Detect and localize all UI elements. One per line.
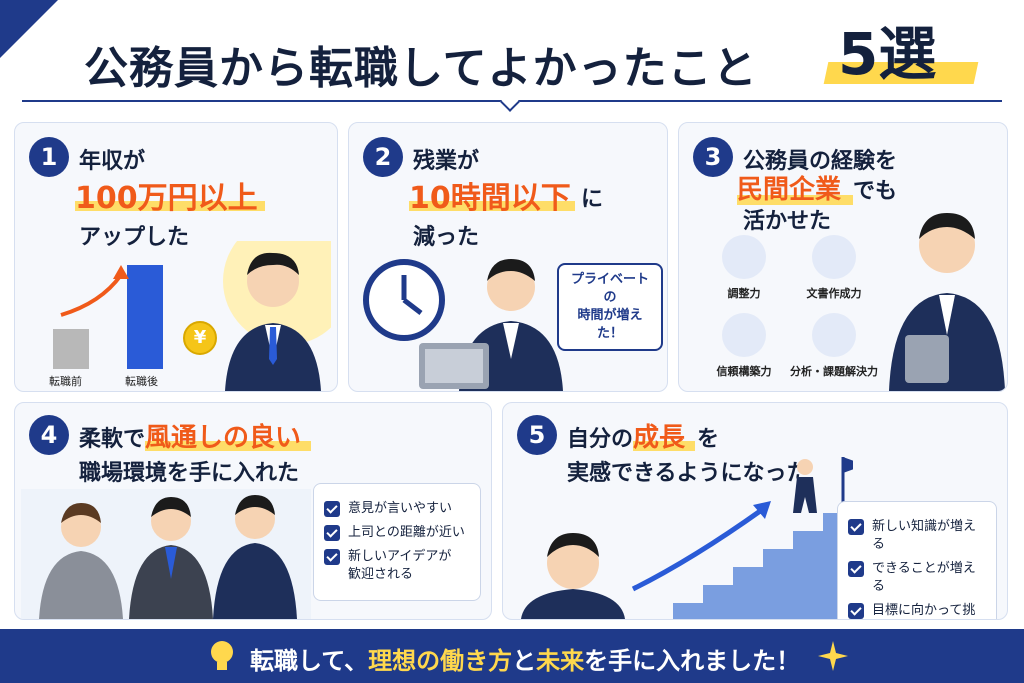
card-line1: 公務員の経験を	[743, 149, 898, 174]
bar-before	[53, 329, 89, 369]
checklist-item: 上司との距離が近い	[324, 524, 470, 542]
card-highlight-suffix: でも	[853, 179, 898, 204]
banner-part3: と	[512, 647, 537, 675]
growth-stairs-illustration	[521, 457, 853, 619]
skill-label: 信頼構築力	[716, 365, 772, 378]
benefits-checklist: 意見が言いやすい 上司との距離が近い 新しいアイデアが歓迎される	[313, 483, 481, 601]
bubble-line1: プライベートの	[570, 272, 649, 305]
analysis-chart-icon	[812, 313, 856, 357]
checklist-text: 目標に向かって挑戦できる	[872, 603, 976, 618]
card-number: 2	[363, 137, 403, 177]
card-line3: アップした	[79, 225, 190, 250]
checklist-text: 新しいアイデアが歓迎される	[348, 549, 452, 582]
card-line3: 減った	[413, 225, 480, 250]
chart-label-before: 転職前	[49, 375, 82, 388]
people-meeting-icon	[722, 235, 766, 279]
growth-arrowhead	[113, 265, 129, 279]
highlight-underline	[75, 201, 265, 211]
checklist-text: できることが増える	[872, 561, 976, 594]
banner-part4: 未来	[536, 647, 585, 675]
coworkers-illustration	[21, 489, 311, 619]
card-3: 3 公務員の経験を 民間企業 でも 活かせた 調整力 文書作成力 信頼構築力 分…	[678, 122, 1008, 392]
card-number: 4	[29, 415, 69, 455]
checkbox-icon	[848, 603, 864, 619]
card-number: 5	[517, 415, 557, 455]
skill-label: 分析・課題解決力	[790, 365, 878, 378]
checklist-item: 意見が言いやすい	[324, 500, 470, 518]
businessman-illustration	[223, 241, 331, 391]
corner-decoration	[0, 0, 58, 58]
sparkle-icon	[818, 641, 848, 671]
card-4: 4 柔軟で 風通しの良い 職場環境を手に入れた 意見が言いやすい 上司との距離が…	[14, 402, 492, 620]
card-line1: 残業が	[413, 149, 480, 174]
growth-arrow	[60, 273, 123, 317]
skill-trust: 信頼構築力	[699, 313, 789, 379]
checkbox-icon	[848, 519, 864, 535]
card-highlight-suffix: に	[581, 187, 604, 212]
chart-label-after: 転職後	[125, 375, 158, 388]
header: 公務員から転職してよかったこと 5選	[0, 14, 1024, 100]
card-highlight: 民間企業	[737, 175, 842, 205]
card-line1-prefix: 柔軟で	[79, 427, 146, 452]
highlight-underline	[633, 441, 695, 451]
card-line1-suffix: を	[697, 427, 720, 452]
laptop-worker-illustration	[419, 259, 563, 391]
card-highlight: 100万円以上	[75, 181, 258, 216]
page-title: 公務員から転職してよかったこと	[84, 43, 758, 94]
growth-checklist: 新しい知識が増える できることが増える 目標に向かって挑戦できる	[837, 501, 997, 619]
card-highlight: 10時間以下	[409, 181, 571, 216]
salary-chart	[53, 265, 163, 369]
checkbox-icon	[324, 549, 340, 565]
checklist-item: 新しいアイデアが歓迎される	[324, 548, 470, 584]
banner-part5: を手に入れました！	[584, 647, 801, 675]
highlight-underline	[145, 441, 311, 451]
banner-part1: 転職して、	[250, 647, 369, 675]
checkbox-icon	[324, 501, 340, 517]
banner-message: 転職して、理想の働き方と未来を手に入れました！	[250, 641, 800, 676]
document-pen-icon	[812, 235, 856, 279]
card-number: 3	[693, 137, 733, 177]
checkbox-icon	[848, 561, 864, 577]
card-highlight: 成長	[633, 423, 686, 453]
highlight-underline	[737, 195, 853, 205]
skill-coordination: 調整力	[699, 235, 789, 301]
lightbulb-icon	[211, 641, 233, 670]
skill-writing: 文書作成力	[789, 235, 879, 301]
card-2: 2 残業が 10時間以下 に 減った プライベートの 時間が増えた！	[348, 122, 668, 392]
bar-after	[127, 265, 163, 369]
card-line1-prefix: 自分の	[567, 427, 634, 452]
card-1: 1 年収が 100万円以上 アップした 転職前 転職後 ¥	[14, 122, 338, 392]
yen-coin-icon: ¥	[183, 321, 217, 355]
card-5: 5 自分の 成長 を 実感できるようになった 新しい知識が増える できることが増…	[502, 402, 1008, 620]
checklist-text: 上司との距離が近い	[348, 525, 465, 540]
card-line2: 実感できるようになった	[567, 461, 809, 486]
card-number: 1	[29, 137, 69, 177]
card-line2: 職場環境を手に入れた	[79, 461, 300, 486]
title-count-text: 5選	[838, 20, 937, 88]
clock-icon	[363, 259, 445, 341]
card-line1: 年収が	[79, 149, 146, 174]
checklist-text: 意見が言いやすい	[348, 501, 453, 516]
checklist-text: 新しい知識が増える	[872, 519, 977, 552]
skill-analysis: 分析・課題解決力	[789, 313, 879, 379]
checklist-item: できることが増える	[848, 560, 986, 596]
card-line3: 活かせた	[743, 209, 832, 234]
bottom-banner: 転職して、理想の働き方と未来を手に入れました！	[0, 629, 1024, 683]
checklist-item: 目標に向かって挑戦できる	[848, 602, 986, 619]
checkbox-icon	[324, 525, 340, 541]
speech-bubble: プライベートの 時間が増えた！	[557, 263, 663, 351]
highlight-underline	[409, 201, 575, 211]
skill-label: 調整力	[727, 287, 761, 300]
banner-part2: 理想の働き方	[368, 647, 513, 675]
skill-label: 文書作成力	[806, 287, 862, 300]
title-count: 5選	[820, 20, 980, 94]
handshake-icon	[722, 313, 766, 357]
coin-symbol: ¥	[193, 327, 207, 348]
tablet-businessman-illustration	[889, 213, 1005, 391]
bubble-line2: 時間が増えた！	[577, 308, 643, 341]
checklist-item: 新しい知識が増える	[848, 518, 986, 554]
card-highlight: 風通しの良い	[145, 423, 302, 453]
